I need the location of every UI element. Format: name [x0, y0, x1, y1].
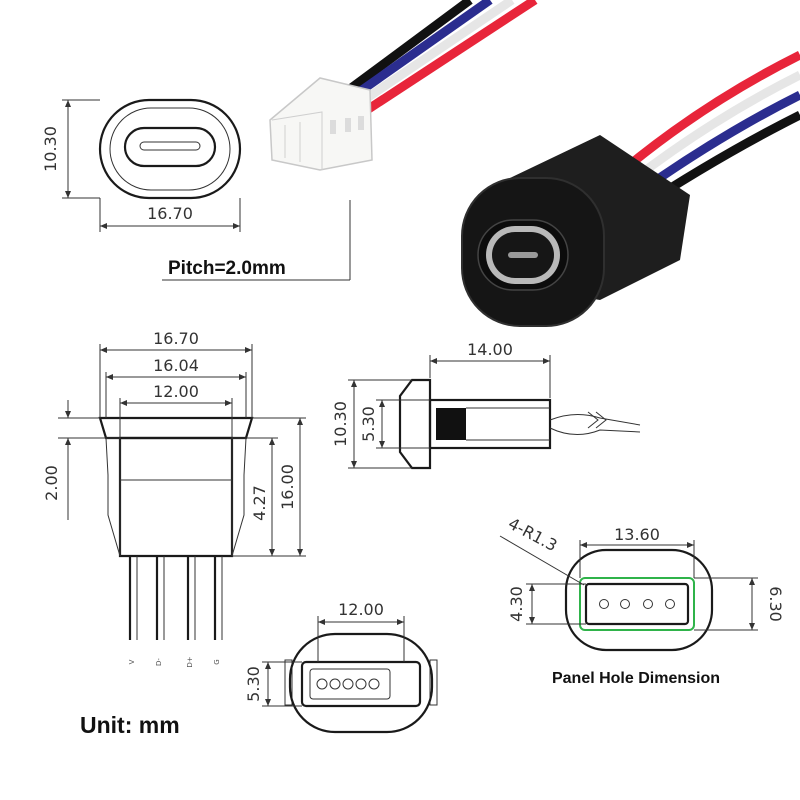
jst-connector [269, 77, 373, 171]
panel-width-dim: 13.60 [614, 525, 660, 544]
unit-label: Unit: mm [80, 712, 180, 738]
top-oval-drawing [62, 98, 242, 232]
top-height-dim: 10.30 [41, 126, 60, 172]
front-flange-dim: 2.00 [42, 465, 61, 501]
pin-label-dminus: D- [155, 658, 163, 666]
side-inner-dim: 5.30 [359, 406, 378, 442]
bottom-width-dim: 12.00 [338, 600, 384, 619]
front-body-dim: 4.27 [250, 485, 269, 521]
front-total-dim: 16.00 [278, 464, 297, 510]
pin-label-g: G [213, 659, 221, 664]
side-view [348, 355, 641, 470]
side-length-dim: 14.00 [467, 340, 513, 359]
pitch-label: Pitch=2.0mm [168, 258, 286, 279]
bottom-view [262, 616, 438, 734]
top-width-dim: 16.70 [147, 204, 193, 223]
panel-inner-dim: 4.30 [507, 586, 526, 622]
panel-title: Panel Hole Dimension [552, 670, 720, 687]
bottom-height-dim: 5.30 [244, 666, 263, 702]
pitch-callout [162, 200, 351, 281]
panel-radius-label: 4-R1.3 [505, 514, 560, 555]
pin-label-dplus: D+ [186, 656, 194, 667]
front-view [58, 344, 306, 640]
side-outer-dim: 10.30 [331, 401, 350, 447]
usb-c-socket [461, 135, 690, 327]
front-width-mid: 16.04 [153, 356, 199, 375]
panel-hole-drawing [499, 535, 758, 652]
panel-outer-dim: 6.30 [766, 586, 785, 622]
pin-label-v: V [128, 659, 136, 664]
front-width-outer: 16.70 [153, 329, 199, 348]
front-width-inner: 12.00 [153, 382, 199, 401]
